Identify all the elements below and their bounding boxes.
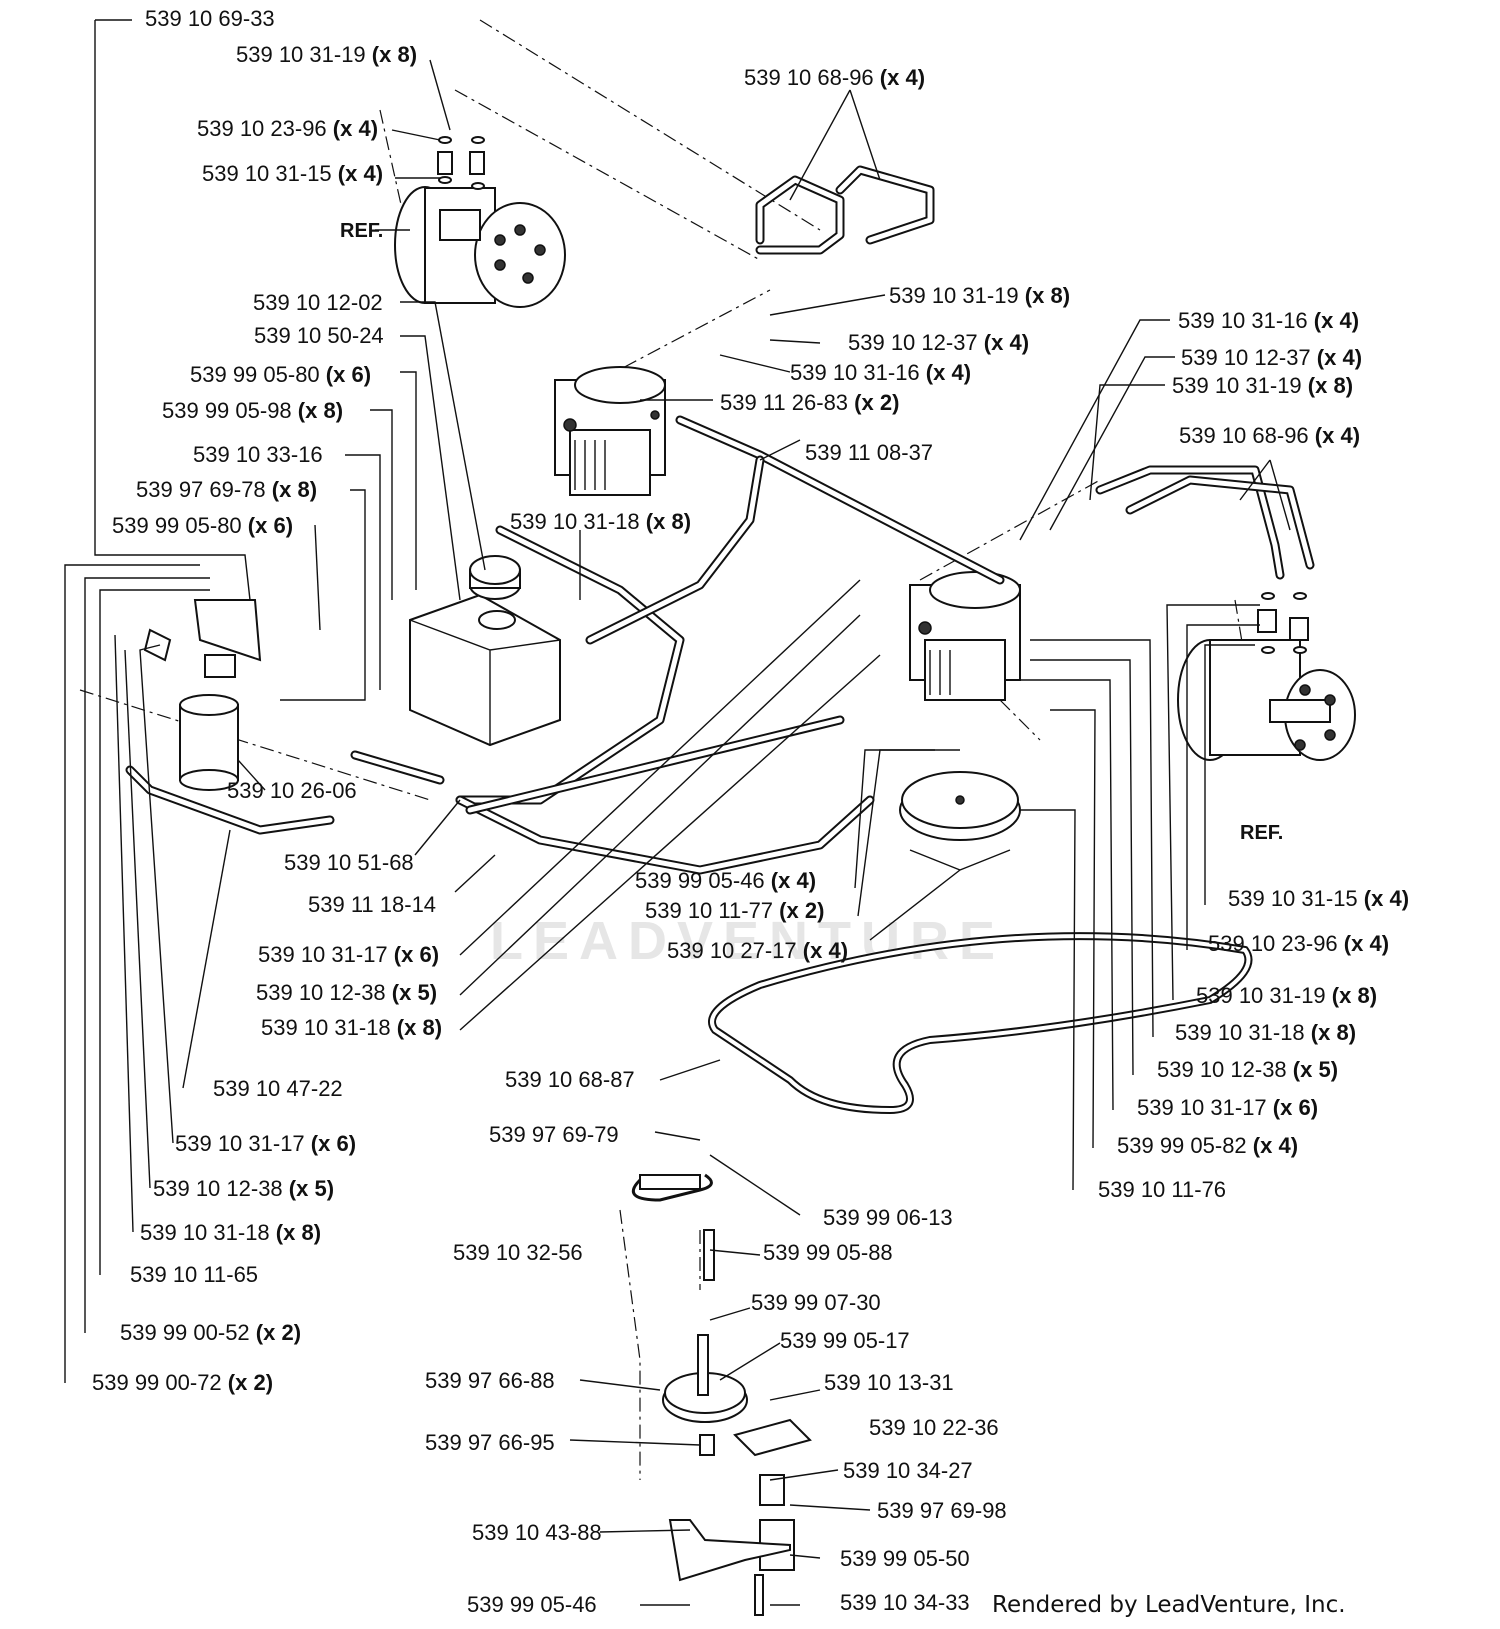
- part-label: 539 10 32-56: [453, 1240, 583, 1265]
- part-label: 539 99 00-52 (x 2): [120, 1320, 302, 1345]
- part-label: 539 99 05-17: [780, 1328, 910, 1353]
- part-label: 539 10 68-87: [505, 1067, 635, 1092]
- leader-lines: [64, 19, 1291, 1606]
- part-label: 539 97 69-98: [877, 1498, 1007, 1523]
- part-label: 539 10 13-31: [824, 1370, 954, 1395]
- part-label: 539 10 12-38 (x 5): [153, 1176, 335, 1201]
- idler-assembly: [631, 1173, 812, 1616]
- part-label: 539 10 33-16: [193, 442, 323, 467]
- part-label: 539 99 05-82 (x 4): [1117, 1133, 1299, 1158]
- part-label: 539 99 05-50: [840, 1546, 970, 1571]
- part-label: 539 10 68-96 (x 4): [1179, 423, 1361, 448]
- hydraulic-motor-right: [1177, 592, 1356, 761]
- part-label: 539 99 05-88: [763, 1240, 893, 1265]
- part-label: 539 10 23-96 (x 4): [197, 116, 379, 141]
- ref-label: REF.: [340, 220, 384, 242]
- drive-belt: [708, 932, 1253, 1115]
- part-label: 539 97 66-88: [425, 1368, 555, 1393]
- part-label: 539 10 11-76: [1098, 1177, 1227, 1202]
- part-label: 539 99 05-80 (x 6): [190, 362, 372, 387]
- part-label: 539 10 27-17 (x 4): [667, 938, 849, 963]
- part-label: 539 10 23-96 (x 4): [1208, 931, 1390, 956]
- part-label: 539 11 26-83 (x 2): [720, 390, 900, 415]
- part-label: 539 10 12-02: [253, 290, 383, 315]
- pump-pulley: [899, 771, 1021, 841]
- part-label: 539 10 34-33: [840, 1590, 970, 1615]
- part-label: 539 10 31-15 (x 4): [1228, 886, 1410, 911]
- part-label: 539 10 68-96 (x 4): [744, 65, 926, 90]
- part-label: 539 10 12-37 (x 4): [848, 330, 1030, 355]
- part-label: 539 10 31-16 (x 4): [790, 360, 972, 385]
- part-label: 539 11 08-37: [805, 440, 934, 465]
- part-label: 539 99 05-80 (x 6): [112, 513, 294, 538]
- part-label: 539 10 12-38 (x 5): [1157, 1057, 1339, 1082]
- part-label: 539 10 22-36: [869, 1415, 999, 1440]
- part-label: 539 97 69-78 (x 8): [136, 477, 318, 502]
- part-label: 539 10 51-68: [284, 850, 414, 875]
- part-label: 539 99 06-13: [823, 1205, 953, 1230]
- part-label: 539 10 26-06: [227, 778, 357, 803]
- part-label: 539 10 31-17 (x 6): [1137, 1095, 1319, 1120]
- part-label: 539 10 34-27: [843, 1458, 973, 1483]
- part-label: 539 10 31-18 (x 8): [261, 1015, 443, 1040]
- part-label: 539 97 69-79: [489, 1122, 619, 1147]
- assembly-lines: [79, 19, 1251, 1480]
- part-label: 539 10 47-22: [213, 1076, 343, 1101]
- part-label: 539 11 18-14: [308, 892, 437, 917]
- part-label: 539 99 07-30: [751, 1290, 881, 1315]
- hydraulic-motor-top: [394, 136, 566, 308]
- part-label: 539 10 31-19 (x 8): [1172, 373, 1354, 398]
- part-label: 539 10 31-19 (x 8): [1196, 983, 1378, 1008]
- part-label: 539 97 66-95: [425, 1430, 555, 1455]
- part-label: 539 10 31-18 (x 8): [1175, 1020, 1357, 1045]
- credit-text: Rendered by LeadVenture, Inc.: [992, 1592, 1346, 1618]
- hydraulic-pump-upper: [554, 366, 666, 496]
- part-label: 539 99 05-98 (x 8): [162, 398, 344, 423]
- hydraulic-lines: [125, 165, 1315, 875]
- part-label: 539 99 00-72 (x 2): [92, 1370, 274, 1395]
- oil-filter-assembly: [143, 599, 262, 791]
- part-label: 539 10 31-18 (x 8): [140, 1220, 322, 1245]
- part-label: 539 10 31-16 (x 4): [1178, 308, 1360, 333]
- part-label: 539 10 31-17 (x 6): [175, 1131, 357, 1156]
- part-label: 539 10 31-17 (x 6): [258, 942, 440, 967]
- part-label: 539 10 31-15 (x 4): [202, 161, 384, 186]
- part-label: 539 99 05-46 (x 4): [635, 868, 817, 893]
- part-label: 539 10 31-19 (x 8): [889, 283, 1071, 308]
- part-label: 539 10 50-24: [254, 323, 384, 348]
- watermark-text: LEADVENTURE: [490, 911, 1006, 971]
- oil-reservoir: [409, 555, 561, 747]
- part-label: 539 10 11-65: [130, 1262, 259, 1287]
- part-label: 539 10 69-33: [145, 6, 275, 31]
- part-label: 539 99 05-46: [467, 1592, 597, 1617]
- part-label: 539 10 12-37 (x 4): [1181, 345, 1363, 370]
- part-label: 539 10 43-88: [472, 1520, 602, 1545]
- part-label: 539 10 12-38 (x 5): [256, 980, 438, 1005]
- part-label: 539 10 31-19 (x 8): [236, 42, 418, 67]
- ref-label: REF.: [1240, 822, 1284, 844]
- part-label: 539 10 11-77 (x 2): [645, 898, 825, 923]
- part-label: 539 10 31-18 (x 8): [510, 509, 692, 534]
- hydraulic-pump-lower: [909, 571, 1021, 701]
